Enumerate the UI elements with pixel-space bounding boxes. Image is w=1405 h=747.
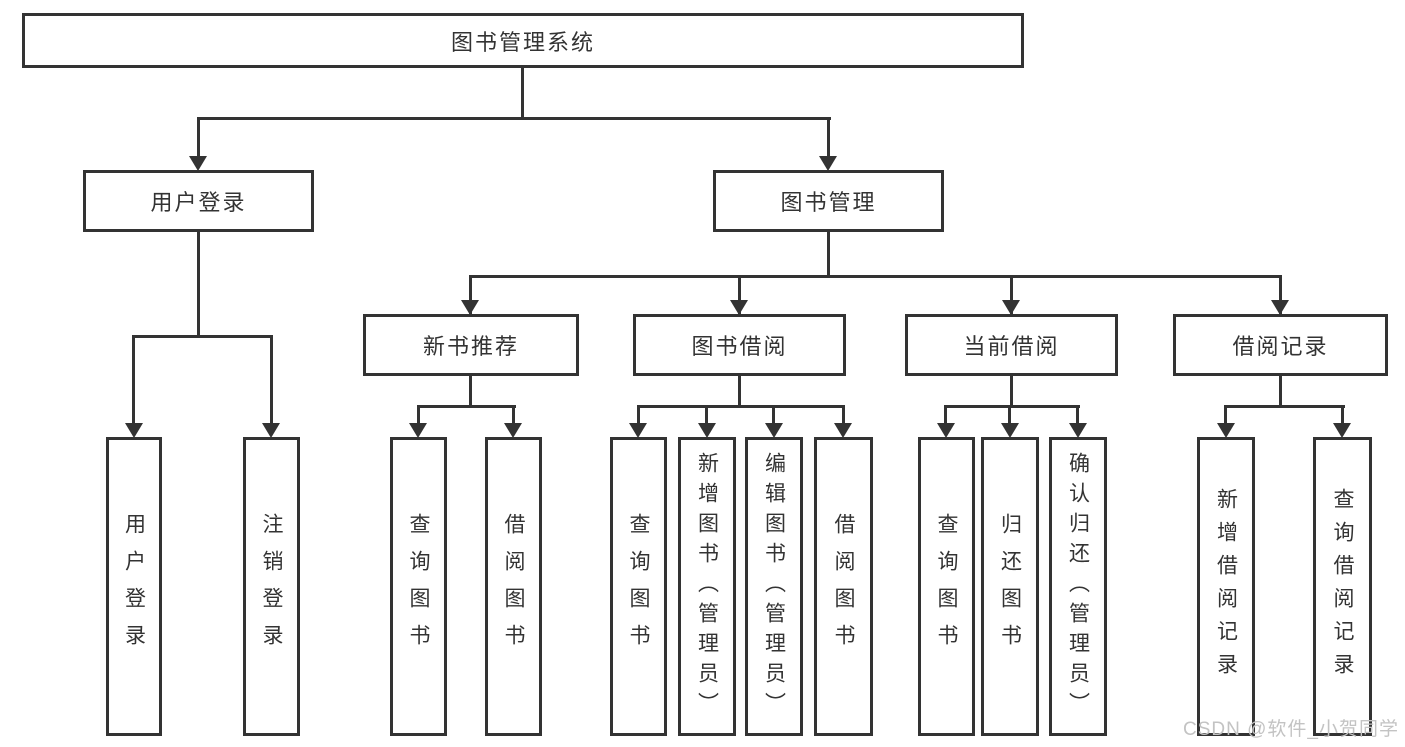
arrowhead-new-book-recommend <box>461 300 479 315</box>
watermark-text: CSDN @软件_小贺同学 <box>1183 719 1399 740</box>
arrowhead-add-borrow-record <box>1217 423 1235 438</box>
connector-root-bar <box>197 117 831 120</box>
connector-record-arm-2 <box>1341 405 1344 425</box>
connector-recommend-arm-1 <box>417 405 420 425</box>
leaf-logout-login: 注销登录 <box>243 437 300 736</box>
leaf-query-book-borrow: 查询图书 <box>610 437 667 736</box>
connector-borrow-bar <box>637 405 845 408</box>
connector-root-stem <box>521 68 524 118</box>
connector-recommend-stem <box>469 376 472 408</box>
leaf-add-book-admin: 新增图书（管理员） <box>678 437 736 736</box>
node-book-borrow: 图书借阅 <box>633 314 846 376</box>
arrowhead-edit-book <box>765 423 783 438</box>
node-user-login: 用户登录 <box>83 170 314 232</box>
node-library-management-system: 图书管理系统 <box>22 13 1024 68</box>
connector-record-bar <box>1224 405 1345 408</box>
arrowhead-user-login <box>189 156 207 171</box>
connector-recommend-arm-2 <box>512 405 515 425</box>
connector-borrow-arm-4 <box>842 405 845 425</box>
connector-book-mgmt-bar <box>469 275 1282 278</box>
arrowhead-book-borrow <box>730 300 748 315</box>
arrowhead-leaf-logout <box>262 423 280 438</box>
leaf-return-book: 归还图书 <box>981 437 1039 736</box>
connector-user-login-arm-1 <box>132 335 135 425</box>
connector-borrow-stem <box>738 376 741 408</box>
connector-borrow-arm-2 <box>705 405 708 425</box>
connector-current-bar <box>944 405 1080 408</box>
leaf-edit-book-admin: 编辑图书（管理员） <box>745 437 803 736</box>
leaf-borrow-book-recommend: 借阅图书 <box>485 437 542 736</box>
connector-book-mgmt-arm-1 <box>469 275 472 318</box>
arrowhead-query-book-current <box>937 423 955 438</box>
connector-current-stem <box>1010 376 1013 408</box>
leaf-query-book-current: 查询图书 <box>918 437 975 736</box>
arrowhead-borrow-record <box>1271 300 1289 315</box>
connector-record-arm-1 <box>1224 405 1227 425</box>
connector-current-arm-3 <box>1076 405 1079 425</box>
connector-root-arm-left <box>197 117 200 160</box>
arrowhead-borrow-book-recommend <box>504 423 522 438</box>
connector-book-mgmt-arm-4 <box>1279 275 1282 318</box>
leaf-add-borrow-record: 新增借阅记录 <box>1197 437 1255 736</box>
connector-record-stem <box>1279 376 1282 408</box>
connector-root-arm-right <box>827 117 830 160</box>
connector-borrow-arm-3 <box>772 405 775 425</box>
node-new-book-recommend: 新书推荐 <box>363 314 579 376</box>
arrowhead-query-borrow-record <box>1333 423 1351 438</box>
connector-user-login-arm-2 <box>270 335 273 425</box>
connector-current-arm-1 <box>944 405 947 425</box>
leaf-query-borrow-record: 查询借阅记录 <box>1313 437 1372 736</box>
arrowhead-query-book-recommend <box>409 423 427 438</box>
arrowhead-leaf-user-login <box>125 423 143 438</box>
leaf-confirm-return-admin: 确认归还（管理员） <box>1049 437 1107 736</box>
connector-borrow-arm-1 <box>637 405 640 425</box>
connector-book-mgmt-arm-2 <box>738 275 741 318</box>
arrowhead-book-management <box>819 156 837 171</box>
leaf-user-login: 用户登录 <box>106 437 162 736</box>
connector-book-mgmt-stem <box>827 232 830 278</box>
arrowhead-confirm-return <box>1069 423 1087 438</box>
leaf-query-book-recommend: 查询图书 <box>390 437 447 736</box>
arrowhead-return-book <box>1001 423 1019 438</box>
node-book-management: 图书管理 <box>713 170 944 232</box>
node-borrow-record: 借阅记录 <box>1173 314 1388 376</box>
connector-current-arm-2 <box>1008 405 1011 425</box>
connector-user-login-stem <box>197 232 200 338</box>
leaf-borrow-book-2: 借阅图书 <box>814 437 873 736</box>
arrowhead-query-book-borrow <box>629 423 647 438</box>
connector-book-mgmt-arm-3 <box>1010 275 1013 318</box>
arrowhead-current-borrow <box>1002 300 1020 315</box>
connector-recommend-bar <box>417 405 516 408</box>
node-current-borrow: 当前借阅 <box>905 314 1118 376</box>
arrowhead-borrow-book-2 <box>834 423 852 438</box>
connector-user-login-bar <box>132 335 273 338</box>
arrowhead-add-book <box>698 423 716 438</box>
